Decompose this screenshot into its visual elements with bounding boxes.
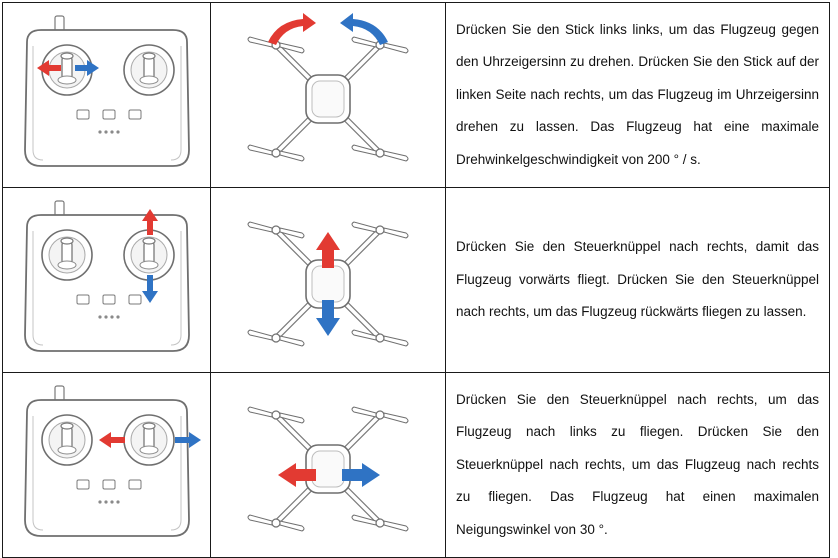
drone-left-right-icon — [218, 375, 438, 555]
arrow-left-icon — [278, 463, 316, 487]
remote-cell — [2, 187, 211, 373]
arrow-down-icon — [141, 275, 158, 303]
drone-yaw-rotation-icon — [218, 13, 438, 185]
rotate-cw-arrow-icon — [340, 13, 388, 45]
table-row: Drücken Sie den Steuerknüppel nach recht… — [2, 372, 830, 558]
remote-cell — [2, 372, 211, 558]
arrow-up-icon — [141, 209, 158, 235]
drone-cell — [210, 187, 446, 373]
remote-left-stick-yaw-icon — [7, 10, 207, 180]
arrow-left-icon — [98, 432, 125, 448]
description-cell: Drücken Sie den Stick links links, um da… — [445, 2, 830, 188]
arrow-up-icon — [316, 232, 340, 268]
remote-cell — [2, 2, 211, 188]
drone-cell — [210, 372, 446, 558]
instruction-text: Drücken Sie den Steuerknüppel nach recht… — [456, 391, 819, 537]
arrow-down-icon — [316, 300, 340, 336]
arrow-right-icon — [342, 463, 380, 487]
drone-forward-backward-icon — [218, 190, 438, 370]
arrow-right-icon — [174, 432, 201, 448]
description-cell: Drücken Sie den Steuerknüppel nach recht… — [445, 187, 830, 373]
table-row: Drücken Sie den Stick links links, um da… — [2, 2, 830, 188]
table-row: Drücken Sie den Steuerknüppel nach recht… — [2, 187, 830, 373]
description-cell: Drücken Sie den Steuerknüppel nach recht… — [445, 372, 830, 558]
instruction-text: Drücken Sie den Stick links links, um da… — [456, 21, 819, 167]
drone-cell — [210, 2, 446, 188]
remote-right-stick-roll-icon — [7, 380, 201, 550]
rotate-ccw-arrow-icon — [268, 13, 316, 45]
remote-right-stick-pitch-icon — [7, 195, 207, 365]
arrow-left-icon — [36, 60, 61, 76]
arrow-right-icon — [74, 60, 99, 76]
instruction-text: Drücken Sie den Steuerknüppel nach recht… — [456, 239, 819, 320]
